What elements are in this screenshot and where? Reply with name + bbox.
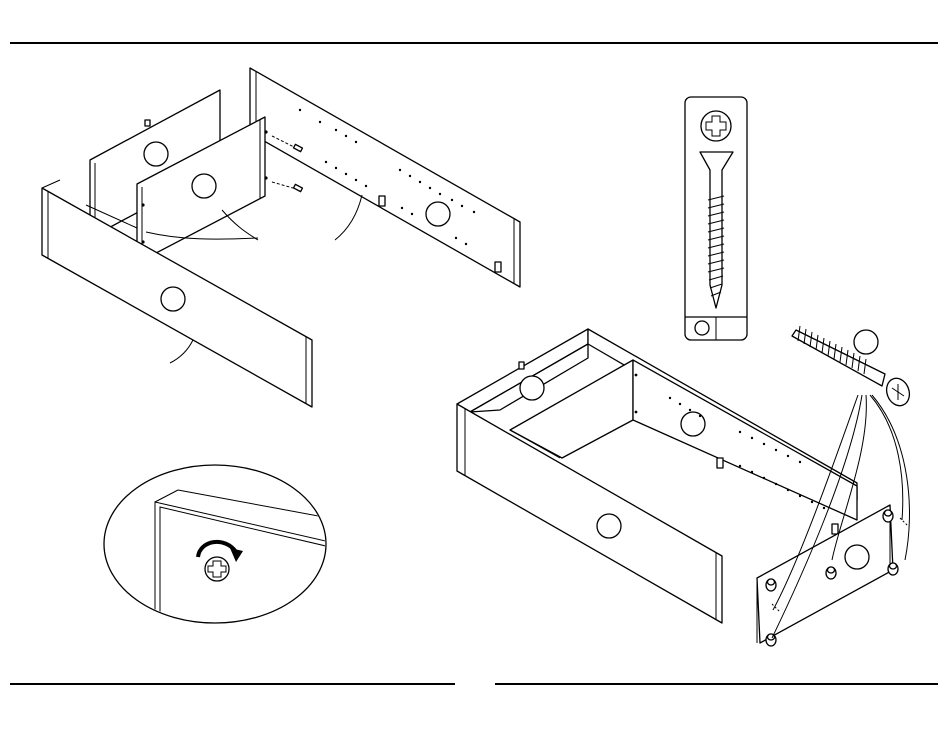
exploded-drawer-view [42, 68, 520, 407]
phillips-head-icon [701, 111, 731, 141]
part-label-circle [426, 202, 450, 226]
part-label-circle [681, 412, 705, 436]
part-label-circle [695, 321, 709, 335]
part-label-circle [597, 514, 621, 538]
part-label-circle [520, 376, 544, 400]
part-label-circle [845, 545, 869, 569]
detail-zoom [104, 465, 340, 650]
assembled-drawer-view [457, 326, 913, 646]
part-label-circle [144, 142, 168, 166]
part-label-circle [192, 174, 216, 198]
back-panel [250, 68, 520, 287]
cam-lock-icon [205, 557, 229, 581]
part-label-circle [161, 287, 185, 311]
screw-card [685, 97, 747, 340]
screw-icon [792, 326, 913, 409]
part-label-circle [854, 330, 878, 354]
detail-circle [104, 465, 326, 623]
